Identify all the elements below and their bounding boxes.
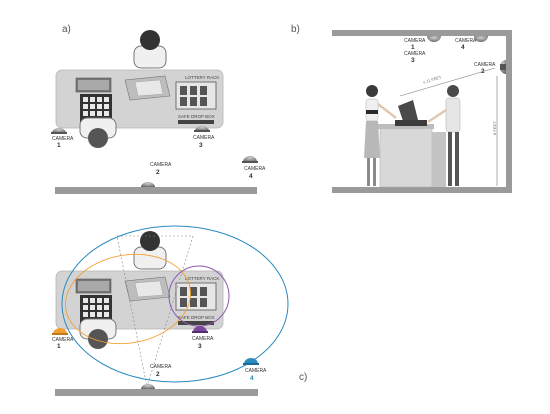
- customer-figure-topview: [133, 30, 167, 69]
- clerk-figure-topview-c: [79, 318, 117, 349]
- svg-text:2: 2: [156, 169, 160, 176]
- safe-drop-box-c: [178, 321, 214, 325]
- transaction-tray: [124, 75, 171, 101]
- camera-2: CAMERA 2: [141, 162, 172, 187]
- panel-c-label: c): [299, 372, 307, 383]
- customer-side-view: [427, 85, 461, 186]
- camera-1-c: CAMERA 1: [52, 328, 74, 350]
- safe-drop-box-label: SAFE DROP BOX: [178, 114, 215, 119]
- svg-text:1: 1: [411, 44, 415, 51]
- svg-text:CAMERA: CAMERA: [193, 135, 215, 141]
- svg-text:4: 4: [249, 173, 253, 180]
- svg-text:CAMERA: CAMERA: [404, 51, 426, 57]
- transaction-tray-c: [124, 276, 171, 302]
- svg-text:CAMERA: CAMERA: [404, 38, 426, 44]
- lottery-rack-c: LOTTERY RACK: [175, 276, 219, 311]
- svg-text:CAMERA: CAMERA: [474, 62, 496, 68]
- customer-figure-topview-c: [133, 231, 167, 270]
- cash-register: [75, 77, 112, 126]
- register-side-view: [395, 100, 427, 126]
- floor-wall: [55, 187, 257, 194]
- coverage-cam2: [116, 235, 194, 388]
- floor-wall-c: [55, 389, 258, 396]
- svg-text:4: 4: [461, 44, 465, 51]
- svg-text:CAMERA: CAMERA: [150, 364, 172, 370]
- panel-c: c): [52, 225, 307, 396]
- ceiling-camera-1-3: CAMERA 1 CAMERA 3: [404, 36, 441, 64]
- ceiling: [332, 30, 512, 36]
- svg-text:CAMERA: CAMERA: [245, 368, 267, 374]
- clerk-figure-topview: [79, 117, 117, 148]
- svg-text:CAMERA: CAMERA: [52, 136, 74, 142]
- camera-1: CAMERA 1: [51, 128, 74, 149]
- lottery-rack-label-c: LOTTERY RACK: [185, 276, 219, 281]
- svg-text:CAMERA: CAMERA: [192, 336, 214, 342]
- svg-text:3: 3: [199, 142, 203, 149]
- safe-drop-box-label-c: SAFE DROP BOX: [178, 315, 215, 320]
- lottery-rack: LOTTERY RACK: [175, 75, 219, 110]
- svg-text:1: 1: [57, 142, 61, 149]
- camera-3-c: CAMERA 3: [192, 326, 214, 350]
- svg-text:2: 2: [156, 371, 160, 378]
- diagonal-dimension-label: ≤ 11 FEET: [422, 74, 442, 84]
- floor: [332, 187, 512, 193]
- svg-text:4: 4: [250, 375, 254, 382]
- svg-text:CAMERA: CAMERA: [52, 337, 74, 343]
- camera-4-c: CAMERA 4: [243, 358, 267, 382]
- clerk-side-view: [364, 85, 397, 186]
- coverage-cam1: [65, 253, 191, 345]
- camera-2-c: CAMERA 2: [141, 364, 172, 389]
- camera-4: CAMERA 4: [242, 156, 266, 180]
- camera-3: CAMERA 3: [193, 126, 215, 149]
- safe-drop-box: [178, 120, 214, 124]
- counter-side-view: [378, 124, 446, 188]
- svg-text:3: 3: [411, 57, 415, 64]
- coverage-cam4: [61, 225, 289, 383]
- panel-a-label: a): [62, 24, 71, 35]
- svg-text:CAMERA: CAMERA: [455, 38, 477, 44]
- svg-text:CAMERA: CAMERA: [244, 166, 266, 172]
- svg-text:3: 3: [198, 343, 202, 350]
- panel-a: a): [51, 24, 266, 194]
- svg-text:CAMERA: CAMERA: [150, 162, 172, 168]
- ceiling-camera-4: CAMERA 4: [455, 36, 488, 51]
- diagonal-dimension-line: [399, 67, 496, 97]
- lottery-rack-label: LOTTERY RACK: [185, 75, 219, 80]
- svg-text:1: 1: [57, 343, 61, 350]
- coverage-cam3: [168, 265, 230, 327]
- panel-b: b) CAMERA 1 CAMERA 3 CAMERA 4 CAMERA 2 ≤…: [291, 24, 512, 193]
- height-dimension-label: 8 FEET: [492, 121, 497, 135]
- panel-b-label: b): [291, 24, 300, 35]
- right-wall: [506, 30, 512, 193]
